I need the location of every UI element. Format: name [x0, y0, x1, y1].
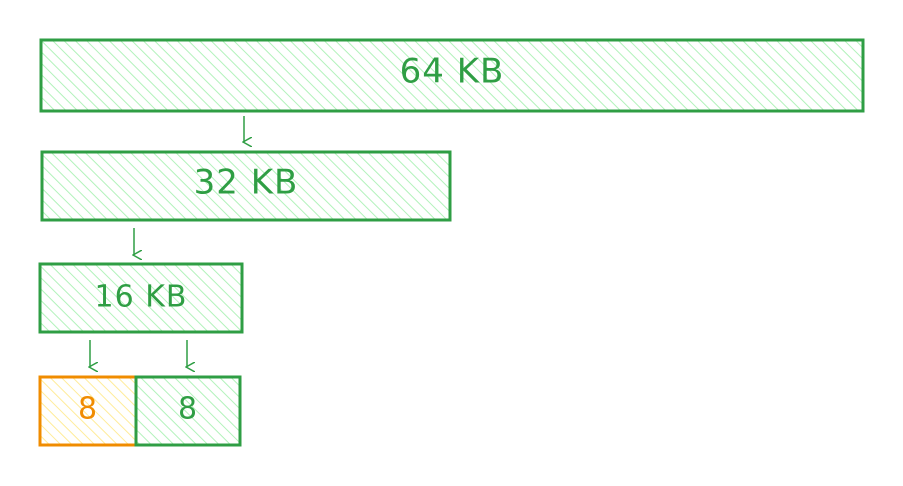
block-8-left-label: 8 [78, 392, 98, 427]
block-8-right: 8 [134, 375, 242, 447]
block-64kb: 64 KB [39, 38, 865, 113]
block-8-left-rect [38, 375, 138, 447]
block-16kb-label: 16 KB [95, 280, 188, 315]
block-32kb-label: 32 KB [194, 163, 299, 203]
block-16kb-rect [38, 262, 244, 334]
block-8-right-rect [134, 375, 242, 447]
block-32kb-rect [40, 150, 452, 222]
block-16kb: 16 KB [38, 262, 244, 334]
block-8-right-label: 8 [178, 392, 198, 427]
block-8-left: 8 [38, 375, 138, 447]
block-32kb: 32 KB [40, 150, 452, 222]
block-64kb-rect [39, 38, 865, 113]
block-64kb-label: 64 KB [400, 52, 505, 92]
